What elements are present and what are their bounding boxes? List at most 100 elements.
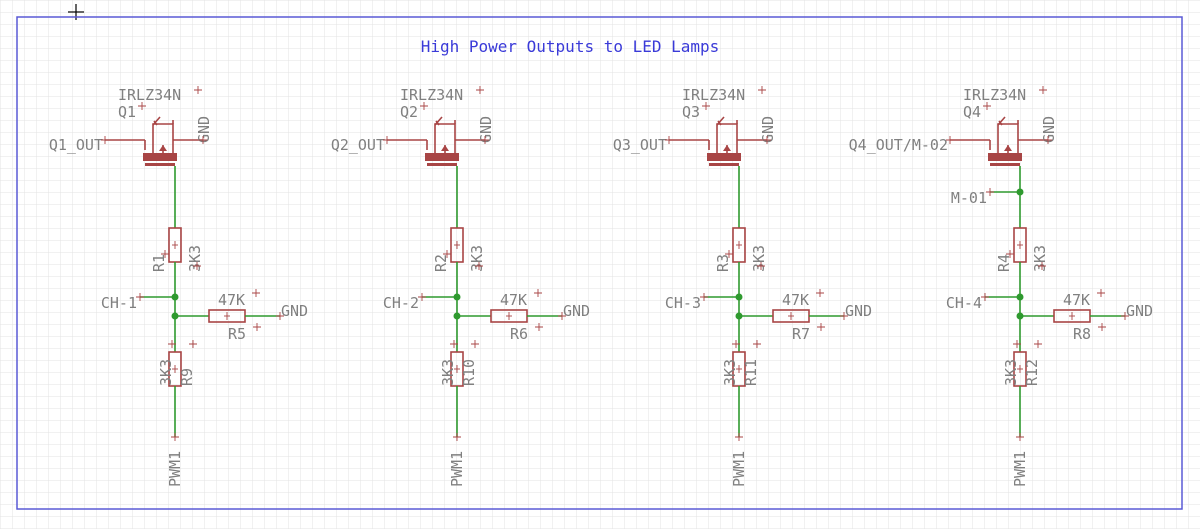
r-pd-value: 47K <box>1063 291 1090 309</box>
drain-net-label: GND <box>1040 116 1058 143</box>
ch-net-label: CH-1 <box>101 294 137 312</box>
r-bot-value-origin <box>732 340 740 348</box>
r-pd-name: R6 <box>510 325 528 343</box>
body-outline <box>434 123 456 153</box>
r-top-value: 3K3 <box>750 245 768 272</box>
mosfet-value-origin <box>194 86 202 94</box>
channel-bar <box>145 163 175 166</box>
drain-net-label: GND <box>477 116 495 143</box>
mosfet-value-origin <box>758 86 766 94</box>
mosfet-value-origin <box>1039 86 1047 94</box>
drain-net-origin <box>481 136 489 144</box>
gate-net-label: Q1_OUT <box>49 136 103 154</box>
extra-net-origin <box>986 188 994 196</box>
r-top-value: 3K3 <box>468 245 486 272</box>
pwm-net-origin <box>735 433 743 441</box>
r-bot-name-origin <box>753 340 761 348</box>
r-bot-name: R12 <box>1023 359 1041 386</box>
diode-mark <box>716 116 725 126</box>
r-top-value-origin <box>757 262 765 270</box>
mosfet-name: Q1 <box>118 103 136 121</box>
pwm-net-label: PWM1 <box>730 451 748 487</box>
pwm-net-label: PWM1 <box>448 451 466 487</box>
r-pd-name: R7 <box>792 325 810 343</box>
r-bot-value-origin <box>168 340 176 348</box>
r-pd-value: 47K <box>500 291 527 309</box>
gate-net-origin <box>946 136 954 144</box>
gate-net-origin <box>383 136 391 144</box>
pwm-net-label: PWM1 <box>1011 451 1029 487</box>
drain-net-origin <box>199 136 207 144</box>
r-pd-value: 47K <box>218 291 245 309</box>
mosfet-name-origin <box>138 102 146 110</box>
r-bot-name-origin <box>1034 340 1042 348</box>
r-bot-name: R11 <box>742 359 760 386</box>
r-pd-name-origin <box>817 323 825 331</box>
r-top-name-origin <box>1006 250 1014 258</box>
channel-bar <box>709 163 739 166</box>
r-bot-value: 3K3 <box>157 359 175 386</box>
ch-net-origin <box>136 293 144 301</box>
ch-net-origin <box>418 293 426 301</box>
mosfet-name-origin <box>420 102 428 110</box>
r-bot-value: 3K3 <box>1002 359 1020 386</box>
pd-net-origin <box>276 312 284 320</box>
channel-bar <box>427 163 457 166</box>
pd-net-label: GND <box>845 302 872 320</box>
r-bot-value-origin <box>1013 340 1021 348</box>
r-bot-name: R10 <box>460 359 478 386</box>
gate-plate <box>425 153 459 161</box>
mosfet-name: Q2 <box>400 103 418 121</box>
ch-net-origin <box>981 293 989 301</box>
r-pd-value-origin <box>534 289 542 297</box>
drain-net-label: GND <box>759 116 777 143</box>
pd-net-label: GND <box>281 302 308 320</box>
mosfet-name: Q3 <box>682 103 700 121</box>
r-bot-name-origin <box>471 340 479 348</box>
r-pd-name: R8 <box>1073 325 1091 343</box>
pd-net-origin <box>1121 312 1129 320</box>
gate-plate <box>988 153 1022 161</box>
mosfet-value-origin <box>476 86 484 94</box>
r-top-name-origin <box>725 250 733 258</box>
r-bot-value: 3K3 <box>439 359 457 386</box>
r-pd-value-origin <box>1097 289 1105 297</box>
mosfet-q3 <box>669 116 767 175</box>
r-pd-name: R5 <box>228 325 246 343</box>
diode-mark <box>997 116 1006 126</box>
mosfet-name-origin <box>702 102 710 110</box>
r-pd-name-origin <box>1098 323 1106 331</box>
mosfet-name: Q4 <box>963 103 981 121</box>
r-bot-name-origin <box>189 340 197 348</box>
ch-net-label: CH-2 <box>383 294 419 312</box>
r-top-value-origin <box>475 262 483 270</box>
r-pd-value-origin <box>252 289 260 297</box>
r-pd-name-origin <box>253 323 261 331</box>
gate-net-label: Q2_OUT <box>331 136 385 154</box>
r-pd-name-origin <box>535 323 543 331</box>
gate-plate <box>143 153 177 161</box>
ch-net-label: CH-4 <box>946 294 982 312</box>
drain-net-label: GND <box>195 116 213 143</box>
mosfet-name-origin <box>983 102 991 110</box>
gate-net-label: Q3_OUT <box>613 136 667 154</box>
r-top-name-origin <box>161 250 169 258</box>
r-top-name-origin <box>443 250 451 258</box>
r-top-value-origin <box>1038 262 1046 270</box>
mosfet-q1 <box>105 116 203 175</box>
diode-mark <box>152 116 161 126</box>
mosfet-value: IRLZ34N <box>118 86 181 104</box>
body-outline <box>152 123 174 153</box>
mosfet-value: IRLZ34N <box>682 86 745 104</box>
mosfet-q4 <box>950 116 1048 175</box>
r-top-name: R2 <box>432 254 450 272</box>
ch-net-label: CH-3 <box>665 294 701 312</box>
body-outline <box>997 123 1019 153</box>
